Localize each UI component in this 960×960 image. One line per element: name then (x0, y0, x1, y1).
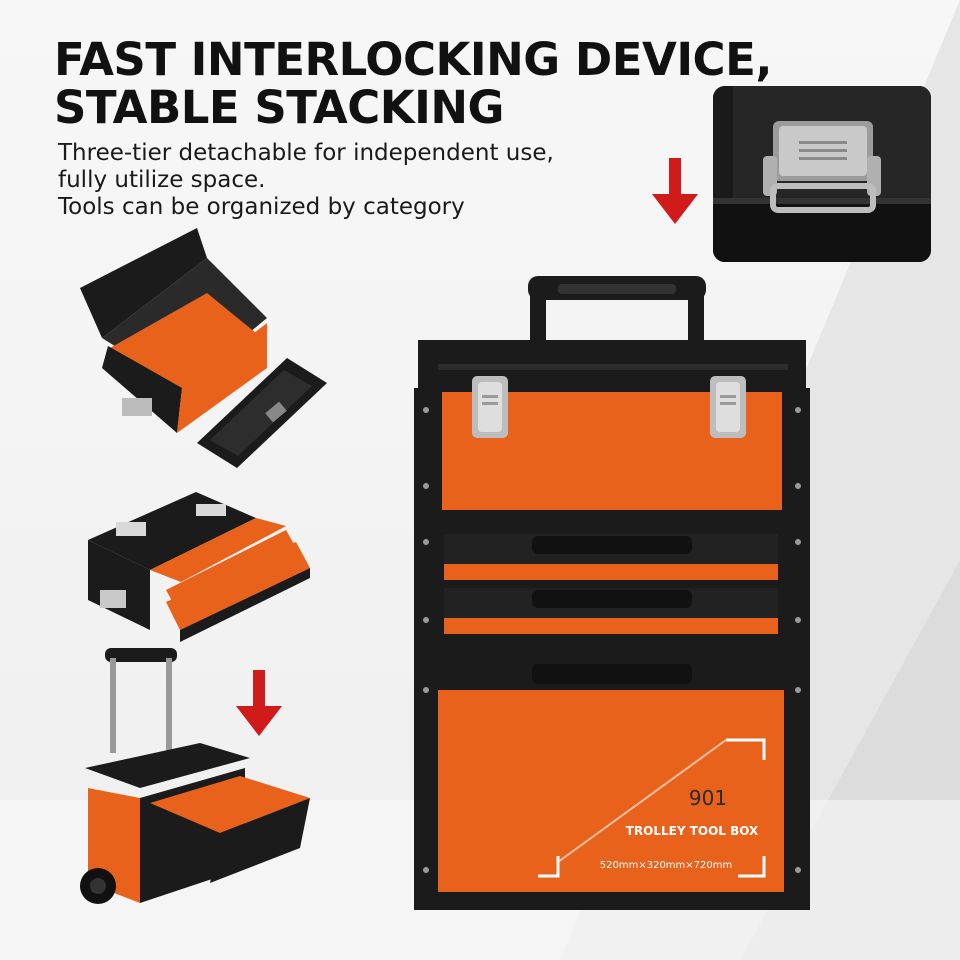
product-dimensions: 520mm×320mm×720mm (600, 860, 732, 871)
open-top-box-illustration (80, 228, 327, 468)
headline-line-2: STABLE STACKING (54, 81, 504, 134)
product-name: TROLLEY TOOL BOX (626, 824, 759, 838)
bottom-door-orange-panel (438, 690, 784, 892)
subcopy-line-1: Three-tier detachable for independent us… (58, 140, 554, 166)
latch-closeup-inset (713, 86, 931, 262)
headline: FAST INTERLOCKING DEVICE, STABLE STACKIN… (54, 36, 772, 132)
trolley-bottom-illustration (80, 648, 310, 904)
latch-closeup-image (713, 86, 931, 262)
headline-line-1: FAST INTERLOCKING DEVICE, (54, 33, 772, 86)
drawer-box-illustration (88, 492, 310, 642)
subcopy: Three-tier detachable for independent us… (58, 140, 554, 221)
main-trolley-toolbox: 901 TROLLEY TOOL BOX 520mm×320mm×720mm (414, 276, 810, 910)
latch-left (472, 376, 508, 438)
product-model: 901 (689, 786, 727, 810)
latch-right (710, 376, 746, 438)
down-arrow-icon (652, 158, 698, 224)
subcopy-line-2: fully utilize space. (58, 167, 266, 193)
subcopy-line-3: Tools can be organized by category (58, 194, 465, 220)
down-arrow-icon (236, 670, 282, 736)
